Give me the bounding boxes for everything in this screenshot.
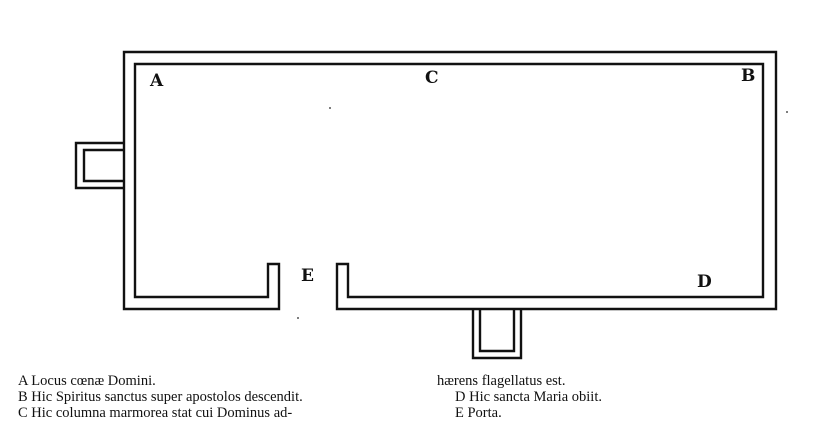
legend-entry-a: A Locus cœnæ Domini. — [18, 373, 156, 389]
left-annex — [74, 141, 124, 190]
label-e: E — [301, 266, 314, 286]
speck — [786, 111, 788, 113]
label-c: C — [425, 68, 439, 88]
legend-entry-e: E Porta. — [455, 405, 502, 421]
label-b: B — [741, 66, 755, 86]
speck — [329, 107, 331, 109]
legend-left-column: A Locus cœnæ Domini. B Hic Spiritus sanc… — [18, 373, 303, 421]
bottom-annex — [471, 309, 523, 360]
speck — [297, 317, 299, 319]
label-d: D — [697, 272, 712, 292]
legend-entry-c-continued: hærens flagellatus est. — [437, 373, 566, 389]
bottom-annex-inner — [478, 309, 516, 353]
left-annex-inner — [82, 148, 124, 183]
outer-wall — [122, 50, 778, 311]
legend-entry-d: D Hic sancta Maria obiit. — [455, 389, 602, 405]
legend-entry-b: B Hic Spiritus sanctus super apostolos d… — [18, 389, 303, 405]
label-a: A — [149, 71, 164, 91]
legend-right-column: hærens flagellatus est. D Hic sancta Mar… — [437, 373, 602, 421]
legend-entry-c: C Hic columna marmorea stat cui Dominus … — [18, 405, 293, 421]
